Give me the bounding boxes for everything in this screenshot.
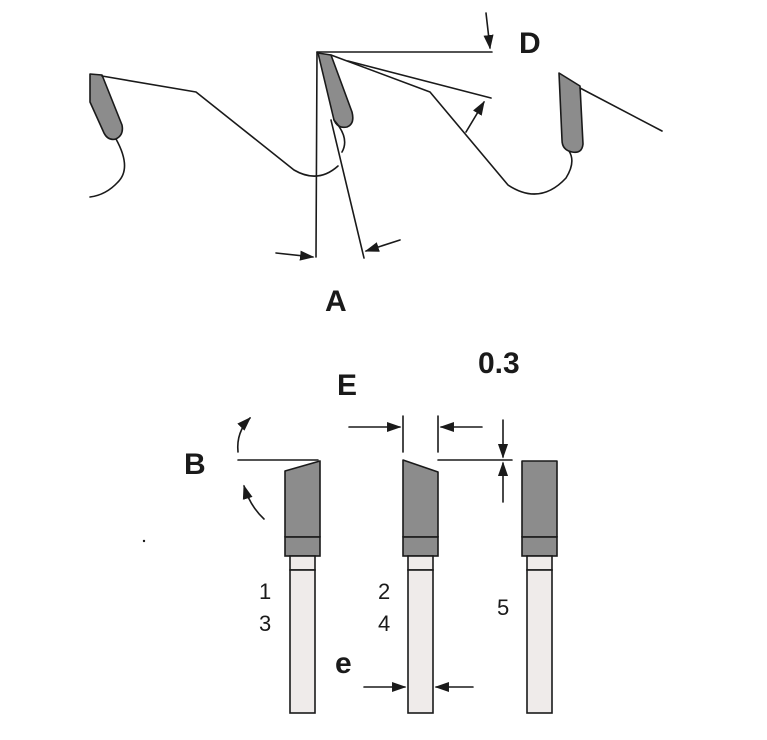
- label-e-upper: E: [337, 369, 357, 402]
- cross-section-2-4: 2 4 e: [335, 415, 513, 714]
- body-1-3: [289, 555, 316, 571]
- middle-gullet: [333, 119, 346, 153]
- angle-a-arrow-right: [364, 239, 401, 252]
- label-a: A: [325, 285, 347, 318]
- body-2-4: [407, 555, 434, 571]
- label-b: B: [184, 448, 206, 481]
- tip-2-4: [402, 459, 439, 538]
- plate-5: [526, 569, 553, 714]
- band-2-4: [402, 536, 439, 557]
- stray-dot: [142, 539, 146, 543]
- band-5: [521, 536, 558, 557]
- angle-b-arc-top: [236, 416, 252, 453]
- hook-angle-line: [330, 119, 365, 259]
- right-tooth-back: [579, 87, 663, 132]
- middle-tooth-tip: [317, 52, 354, 129]
- left-tooth-back: [101, 75, 339, 177]
- middle-tooth-back: [330, 54, 573, 195]
- label-e-lower: e: [335, 647, 352, 680]
- label-profile-2: 2: [378, 579, 390, 604]
- tooth-side-view: D A: [89, 12, 663, 318]
- tip-1-3: [284, 460, 321, 538]
- label-profile-4: 4: [378, 611, 390, 636]
- angle-d-arrow-lower: [465, 100, 485, 133]
- tip-5: [521, 460, 558, 538]
- label-d: D: [519, 27, 541, 60]
- label-clearance-value: 0.3: [478, 347, 520, 380]
- cross-section-1-3: 1 3: [259, 460, 321, 714]
- vertical-reference-line: [315, 51, 318, 258]
- label-profile-5: 5: [497, 595, 509, 620]
- plate-1-3: [289, 569, 316, 714]
- left-gullet: [89, 138, 126, 198]
- clearance-ray: [347, 60, 492, 99]
- tooth-cross-sections: 0.3 E B 1 3 2 4: [142, 347, 558, 714]
- cross-section-5: 5: [497, 460, 558, 714]
- label-profile-1: 1: [259, 579, 271, 604]
- left-tooth-tip: [89, 73, 124, 141]
- right-tooth-tip: [558, 72, 584, 154]
- plate-2-4: [407, 569, 434, 714]
- angle-a-arrow-left: [275, 250, 315, 261]
- angle-d-arrow-top: [483, 12, 494, 50]
- angle-b-arc-bottom: [242, 484, 265, 520]
- label-profile-3: 3: [259, 611, 271, 636]
- band-1-3: [284, 536, 321, 557]
- body-5: [526, 555, 553, 571]
